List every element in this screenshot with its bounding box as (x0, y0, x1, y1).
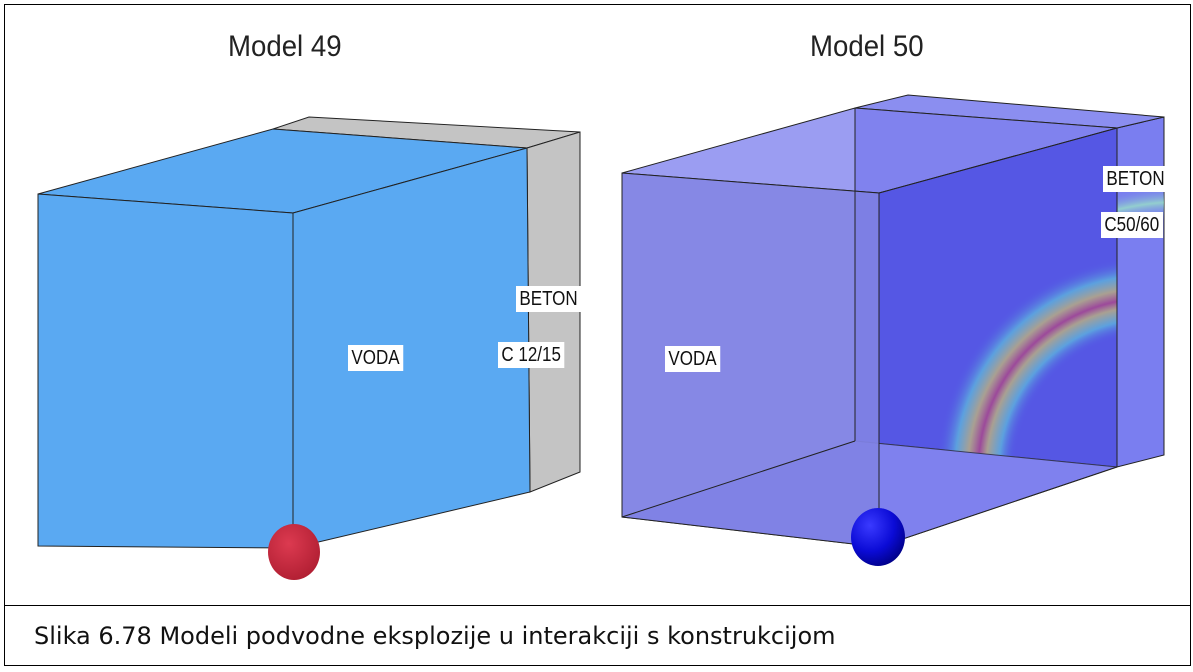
model-50-water-front (621, 172, 880, 548)
model-49-fluid-label: VODA (348, 345, 403, 371)
model-50-pressure-wave-edge (1117, 117, 1164, 467)
model-50-material-label: BETON (1103, 166, 1169, 192)
model-49-grade-label: C 12/15 (498, 342, 565, 368)
model-49-water-side (292, 147, 531, 549)
model-50-charge-sphere (851, 508, 905, 566)
figure-frame (4, 4, 1191, 666)
model-50-title: Model 50 (810, 30, 924, 63)
model-49-charge-sphere (268, 524, 320, 580)
model-50-fluid-label: VODA (665, 346, 720, 372)
model-50-pressure-wave (855, 108, 1117, 467)
model-49-concrete-side (526, 131, 581, 493)
model-49-box (37, 116, 581, 580)
model-50-grade-label: C50/60 (1101, 212, 1163, 238)
figure-illustration (37, 94, 1165, 580)
figure-caption: Slika 6.78 Modeli podvodne eksplozije u … (34, 622, 836, 650)
model-50-water-side (878, 127, 1118, 548)
model-49-material-label: BETON (516, 286, 582, 312)
model-49-water-front (37, 193, 294, 549)
caption-divider (4, 605, 1191, 606)
model-50-box (621, 94, 1165, 566)
model-49-title: Model 49 (228, 30, 342, 63)
